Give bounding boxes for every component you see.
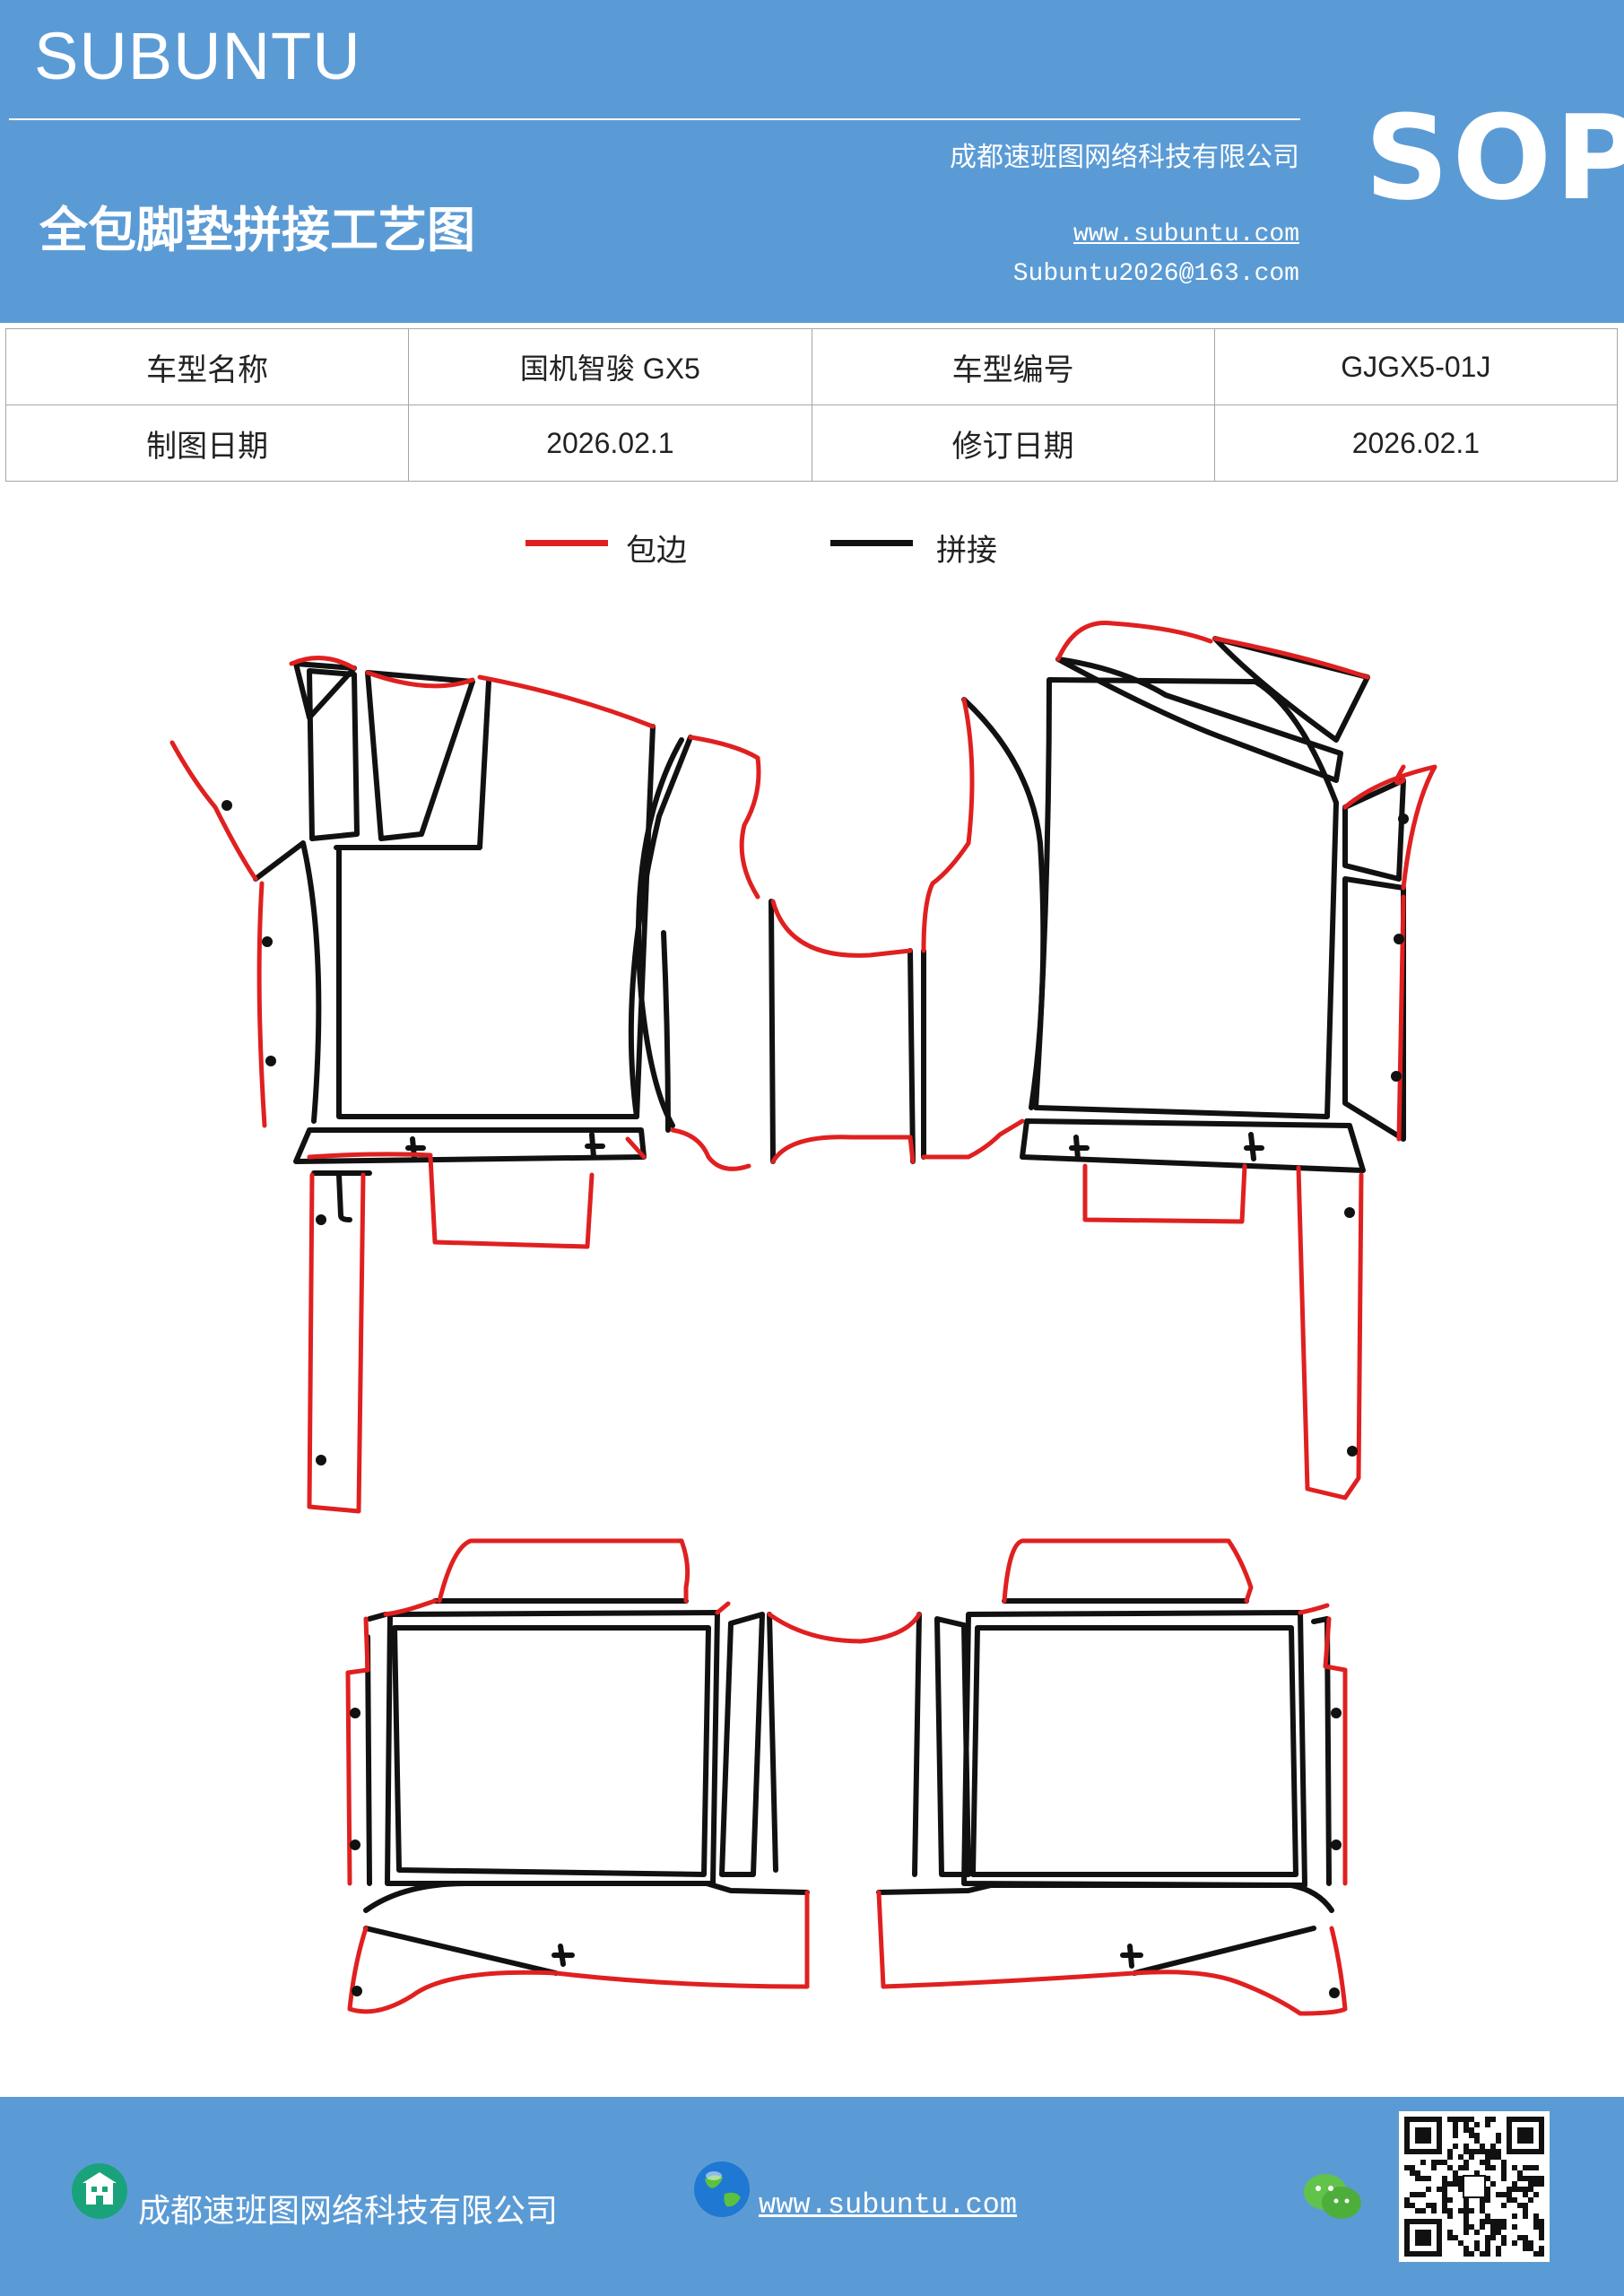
website-link[interactable]: www.subuntu.com [1073,221,1299,248]
edging-lines [169,621,1437,2016]
legend-line-seam [830,540,913,546]
label-drawing-date: 制图日期 [4,404,410,482]
legend: 包边 拼接 [0,520,1624,574]
seam-lines [253,636,1406,1976]
company-name: 成都速班图网络科技有限公司 [950,142,1299,173]
wechat-icon[interactable] [1302,2170,1363,2222]
snap-holes [221,800,1409,1998]
page-title: 全包脚垫拼接工艺图 [39,201,475,258]
brand-name: SUBUNTU [34,19,361,93]
building-icon [72,2163,127,2219]
header-banner: SUBUNTU 成都速班图网络科技有限公司 全包脚垫拼接工艺图 www.subu… [0,0,1624,323]
value-drawing-date: 2026.02.1 [408,404,812,482]
table-row: 制图日期 2026.02.1 修订日期 2026.02.1 [4,404,1619,482]
legend-label-edging: 包边 [626,533,687,569]
table-row: 车型名称 国机智骏 GX5 车型编号 GJGX5-01J [4,328,1619,405]
legend-label-seam: 拼接 [936,533,997,569]
globe-icon [694,2161,750,2217]
qr-code [1399,2111,1550,2262]
label-model-code: 车型编号 [811,328,1215,405]
value-revision-date: 2026.02.1 [1213,404,1619,482]
footer-website-link[interactable]: www.subuntu.com [759,2188,1018,2222]
header-divider [9,118,1300,120]
value-model-code: GJGX5-01J [1213,328,1619,405]
sop-badge: SOP [1365,90,1624,226]
footer-banner: 成都速班图网络科技有限公司 www.subuntu.com [0,2097,1624,2296]
value-model-name: 国机智骏 GX5 [408,328,812,405]
floor-mat-diagram [169,621,1437,2016]
label-revision-date: 修订日期 [811,404,1215,482]
footer-company-name: 成都速班图网络科技有限公司 [138,2193,559,2230]
legend-line-edging [525,540,608,546]
label-model-name: 车型名称 [4,328,410,405]
vehicle-info-table: 车型名称 国机智骏 GX5 车型编号 GJGX5-01J 制图日期 2026.0… [4,328,1619,482]
email-address[interactable]: Subuntu2026@163.com [1012,260,1299,288]
